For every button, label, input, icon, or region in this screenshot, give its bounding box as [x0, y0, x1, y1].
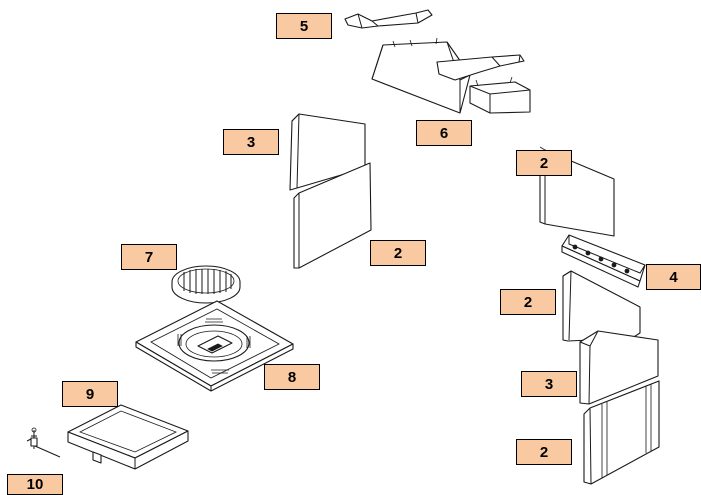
part-2-right-bottom-drawing [583, 380, 660, 485]
callout-part-5: 5 [276, 13, 332, 39]
callout-part-2-left-label: 2 [393, 244, 403, 262]
part-3-right-drawing [579, 330, 659, 405]
callout-part-6-label: 6 [439, 124, 449, 142]
callout-part-3-right-label: 3 [544, 375, 554, 393]
callout-part-10: 10 [7, 474, 63, 495]
part-8-drawing [135, 300, 294, 392]
callout-part-2-left: 2 [370, 240, 426, 266]
part-5-drawing [344, 9, 433, 29]
callout-part-2-right-bottom: 2 [516, 439, 572, 465]
part-9-drawing [67, 404, 189, 470]
callout-part-8: 8 [264, 364, 320, 390]
part-10-drawing [26, 427, 61, 458]
part-6-drawing [371, 37, 531, 114]
part-4-drawing [561, 234, 646, 288]
callout-part-3-left: 3 [223, 129, 279, 155]
callout-part-4: 4 [646, 264, 701, 290]
part-7-drawing [171, 265, 241, 304]
callout-part-2-right-bottom-label: 2 [539, 443, 549, 461]
callout-part-6: 6 [416, 120, 472, 146]
callout-part-3-right: 3 [521, 371, 577, 397]
callout-part-9-label: 9 [85, 385, 95, 403]
callout-part-2-right-top: 2 [516, 150, 572, 176]
part-2-left-drawing [293, 162, 372, 269]
callout-part-8-label: 8 [287, 368, 297, 386]
callout-part-7-label: 7 [144, 248, 154, 266]
callout-part-2-right-mid-label: 2 [523, 293, 533, 311]
callout-part-2-right-mid: 2 [500, 289, 556, 315]
callout-part-10-label: 10 [26, 476, 44, 493]
callout-part-5-label: 5 [299, 17, 309, 35]
callout-part-2-right-top-label: 2 [539, 154, 549, 172]
callout-part-4-label: 4 [669, 268, 678, 286]
callout-part-3-left-label: 3 [246, 133, 256, 151]
callout-part-7: 7 [121, 244, 177, 270]
part-2-right-mid-drawing [562, 270, 641, 342]
callout-part-9: 9 [62, 381, 118, 407]
